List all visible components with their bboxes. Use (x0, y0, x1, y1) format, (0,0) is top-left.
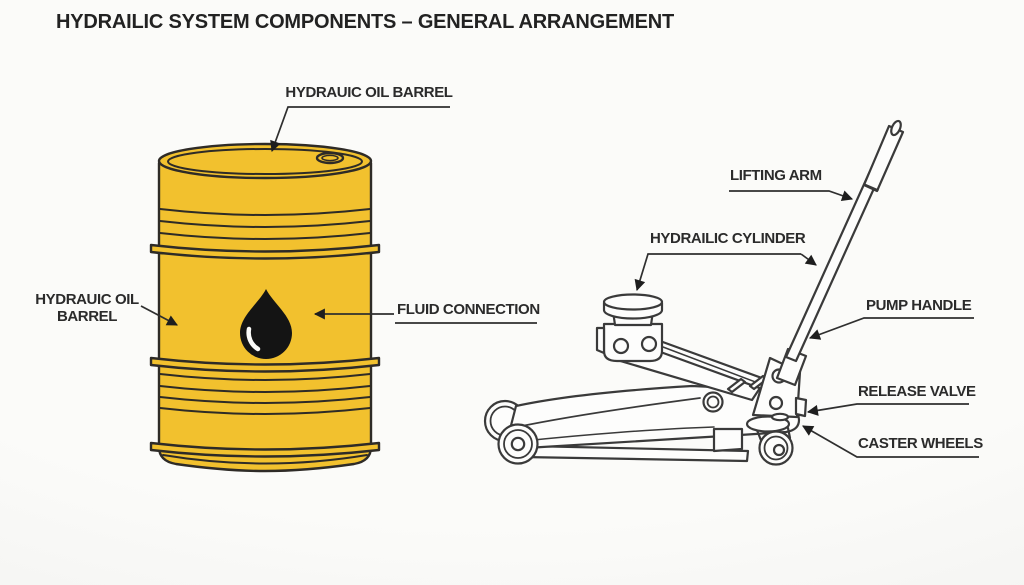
leader-caster-wheels (802, 425, 979, 458)
caster-wheel-hub (772, 443, 786, 457)
pump-handle-grip-cap (890, 119, 902, 137)
label-lifting-arm: LIFTING ARM (730, 167, 822, 184)
jack-bottom-block (712, 427, 744, 453)
barrel-chime-lower (149, 356, 381, 373)
barrel-chime-bottom (149, 441, 381, 458)
jack-arm-pivot-ring-inner (706, 395, 720, 409)
jack-rear-bolt (768, 395, 784, 411)
barrel-rib (159, 220, 371, 228)
barrel-rib (159, 396, 371, 404)
jack-arm-pivot-ring (702, 391, 724, 413)
barrel-rib (159, 407, 371, 415)
label-caster-wheels: CASTER WHEELS (858, 435, 983, 452)
barrel-bung-cap (315, 151, 345, 165)
barrel-top-rim-inner (167, 148, 363, 175)
barrel-rib (159, 373, 371, 381)
front-wheel-rim (503, 429, 533, 459)
barrel-chime-upper (149, 243, 381, 260)
barrel-rib (159, 208, 371, 216)
jack-top-slot (726, 377, 747, 394)
jack-chassis-bottom-line (523, 426, 715, 442)
callout-leaders (140, 106, 979, 458)
label-line: BARREL (56, 308, 118, 325)
saddle-bracket-tab (595, 326, 606, 355)
saddle-hole (640, 335, 658, 353)
saddle-hole (612, 337, 630, 355)
leader-barrel-top (270, 106, 450, 153)
label-line: HYDRAUIC OIL (35, 291, 139, 308)
saddle-cap (602, 293, 664, 311)
release-valve-bracket (794, 396, 808, 418)
barrel-top-rim-outer (157, 142, 373, 180)
leader-cylinder-right (800, 253, 817, 266)
front-wheel-hub (510, 436, 526, 452)
barrel-bottom-edge (162, 454, 368, 465)
label-release-valve: RELEASE VALVE (858, 383, 976, 400)
leader-barrel-left (140, 305, 178, 326)
leader-pump-handle (808, 317, 974, 340)
diagram-title: HYDRAILIC SYSTEM COMPONENTS – GENERAL AR… (56, 11, 675, 33)
lifting-arm-channel-line (662, 346, 767, 387)
label-hydraulic-oil-barrel-left: HYDRAUIC OIL BARREL (30, 291, 144, 325)
label-hydraulic-oil-barrel-top: HYDRAUIC OIL BARREL (285, 84, 453, 101)
barrel-rib (159, 385, 371, 393)
floor-jack-drawing (483, 119, 905, 466)
leader-release-valve (806, 403, 969, 416)
pump-handle-sleeve (775, 347, 808, 387)
jack-chassis-beam-line (516, 397, 701, 428)
barrel-rib (159, 232, 371, 240)
caster-plate-cap (770, 412, 790, 422)
pump-handle-grip-joint (863, 183, 879, 191)
caster-wheel-rim (763, 435, 789, 461)
label-hydraulic-cylinder: HYDRAILIC CYLINDER (650, 230, 806, 247)
label-pump-handle: PUMP HANDLE (866, 297, 972, 314)
barrel-bung-cap-inner (321, 154, 339, 162)
leader-cylinder-left (634, 253, 801, 292)
oil-drop-highlight (246, 326, 261, 352)
label-fluid-connection: FLUID CONNECTION (397, 301, 540, 318)
oil-drop-icon (240, 289, 292, 359)
pump-handle-grip (862, 124, 905, 193)
leader-lifting-arm (729, 190, 854, 201)
